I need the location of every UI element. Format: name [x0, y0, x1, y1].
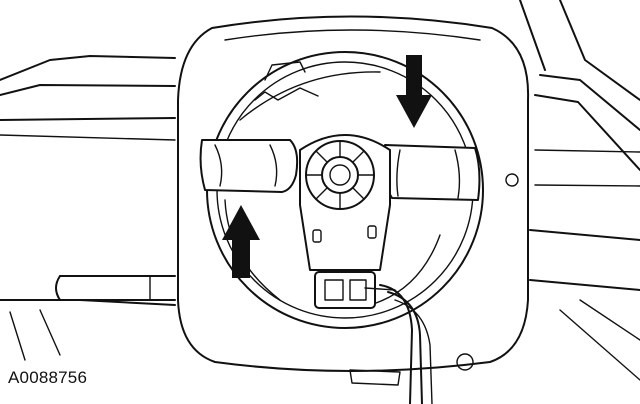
locking-tab-right [381, 144, 481, 201]
locking-tab-left [199, 139, 299, 193]
figure-reference-code: A0088756 [8, 368, 88, 387]
dashboard-panel-left [0, 55, 176, 361]
wiring-harness [379, 284, 433, 404]
push-arrow-up-icon [222, 205, 260, 278]
clockspring-hub [299, 134, 391, 271]
dashboard-panel-right [519, 0, 640, 381]
column-shroud [177, 15, 530, 386]
electrical-connector [314, 271, 396, 309]
push-arrow-down-icon [396, 55, 432, 128]
steering-column-shaft-left [55, 275, 176, 301]
